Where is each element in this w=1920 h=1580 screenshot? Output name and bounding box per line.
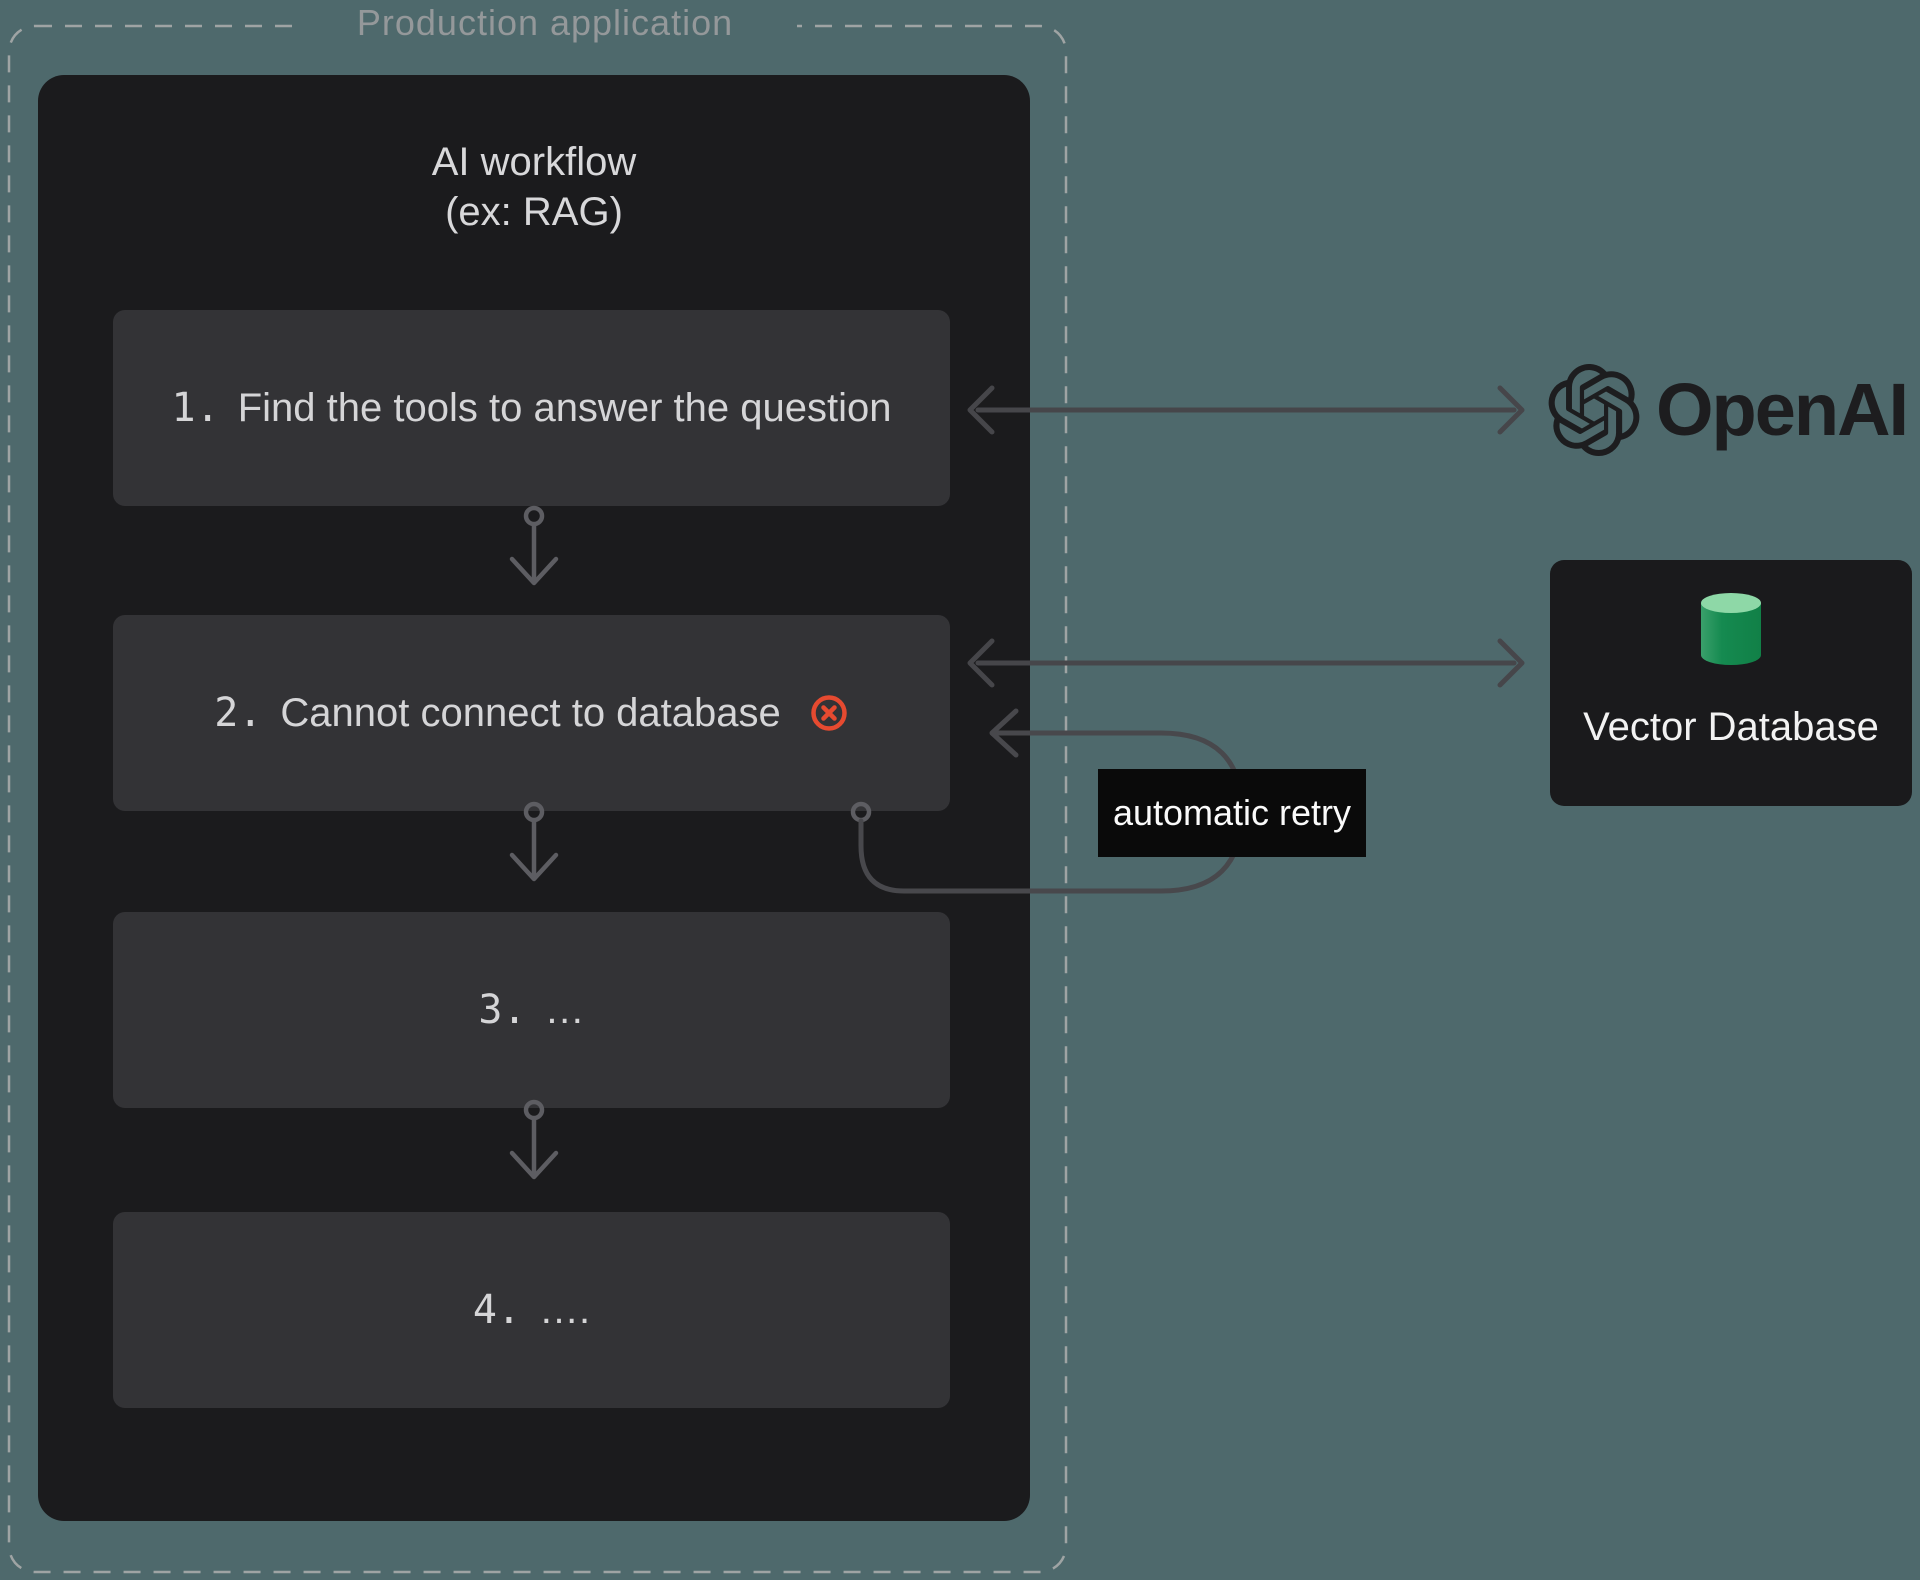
step-text: … [544, 987, 585, 1032]
vector-database-label: Vector Database [1583, 705, 1879, 749]
openai-wordmark: OpenAI [1656, 368, 1909, 451]
workflow-step-4: 4. …. [113, 1212, 950, 1408]
openai-link-arrow [967, 385, 1525, 435]
openai-logo: OpenAI [1548, 364, 1909, 456]
workflow-step-3: 3. … [113, 912, 950, 1108]
error-circle-x-icon [811, 695, 847, 731]
production-application-label: Production application [293, 0, 797, 46]
workflow-title-line1: AI workflow [431, 140, 637, 184]
vector-database-card: Vector Database [1550, 560, 1912, 806]
workflow-title-line2: (ex: RAG) [445, 190, 623, 234]
step-number: 3. [478, 987, 527, 1033]
production-application-text: Production application [356, 2, 734, 43]
step-number: 1. [171, 385, 220, 431]
automatic-retry-badge: automatic retry [1098, 769, 1366, 857]
step-text: Find the tools to answer the question [237, 385, 892, 430]
workflow-step-2: 2. Cannot connect to database [113, 615, 950, 811]
vector-db-link-arrow [967, 638, 1525, 688]
step-text: Cannot connect to database [280, 690, 781, 735]
step-number: 4. [472, 1287, 522, 1333]
openai-logo-icon [1548, 364, 1640, 456]
automatic-retry-text: automatic retry [1112, 792, 1352, 833]
step-text: …. [539, 1287, 591, 1332]
workflow-title: AI workflow (ex: RAG) [38, 137, 1030, 237]
workflow-step-1: 1. Find the tools to answer the question [113, 310, 950, 506]
database-cylinder-icon [1701, 593, 1761, 665]
step-number: 2. [214, 690, 263, 736]
